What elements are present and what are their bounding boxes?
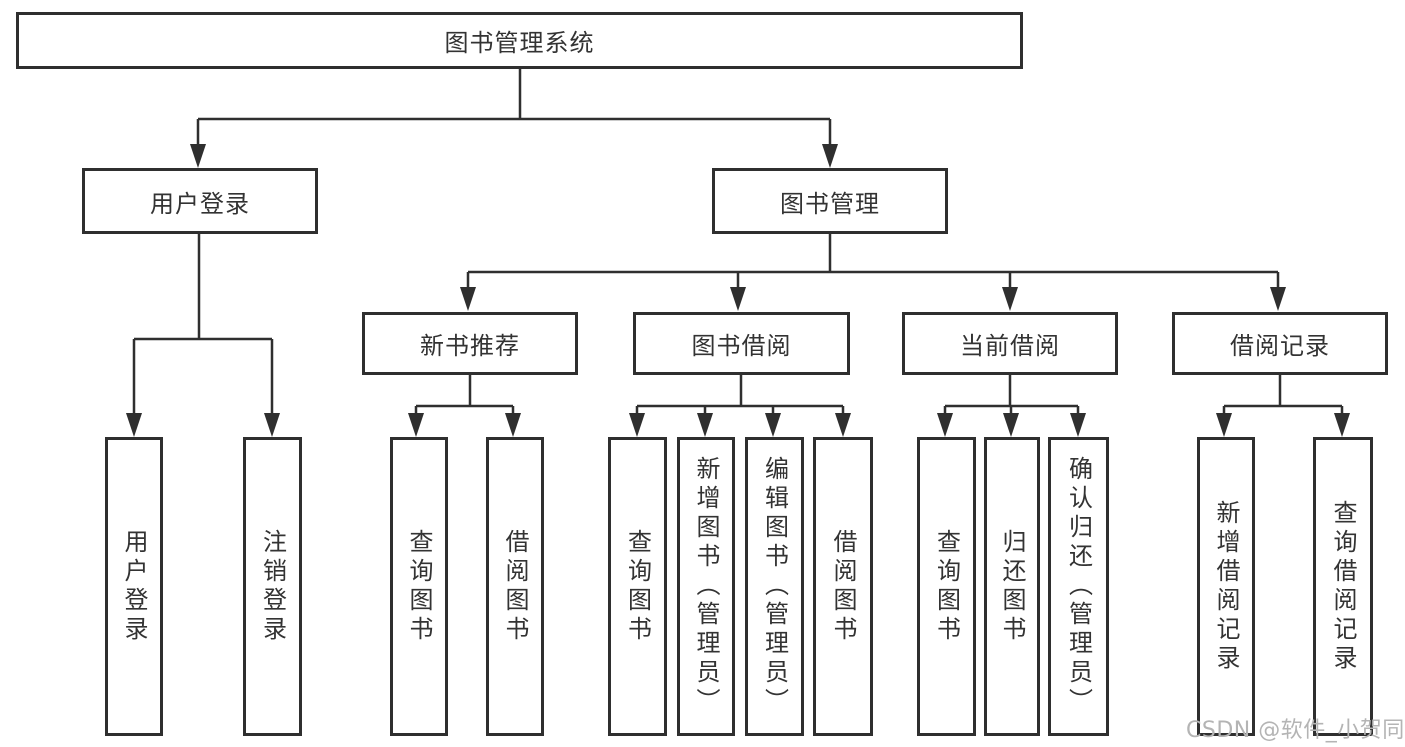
leaf-query-book-2: 查询图书 — [608, 437, 667, 736]
node-user-login: 用户登录 — [82, 168, 318, 234]
leaf-borrow-book-1: 借阅图书 — [486, 437, 544, 736]
leaf-query-borrow-record: 查询借阅记录 — [1313, 437, 1373, 736]
leaf-user-login: 用户登录 — [105, 437, 163, 736]
leaf-add-borrow-record: 新增借阅记录 — [1197, 437, 1255, 736]
connector-book-mgmt-to-level3 — [460, 234, 1286, 311]
leaf-logout: 注销登录 — [243, 437, 302, 736]
connector-borrow-record-children — [1216, 375, 1350, 437]
leaf-query-book-3: 查询图书 — [917, 437, 976, 736]
leaf-confirm-return-admin: 确认归还（管理员） — [1048, 437, 1109, 736]
leaf-edit-book-admin: 编辑图书（管理员） — [745, 437, 804, 736]
leaf-borrow-book-2: 借阅图书 — [813, 437, 873, 736]
connector-current-borrow-children — [937, 375, 1086, 437]
node-book-management: 图书管理 — [712, 168, 948, 234]
connector-book-borrow-children — [629, 375, 851, 437]
node-current-borrow: 当前借阅 — [902, 312, 1118, 375]
connector-user-login-children — [126, 234, 280, 437]
node-borrow-record: 借阅记录 — [1172, 312, 1388, 375]
node-library-system: 图书管理系统 — [16, 12, 1023, 69]
connector-root-to-level2 — [190, 69, 838, 168]
connector-new-book-children — [408, 375, 521, 437]
node-new-book-recommend: 新书推荐 — [362, 312, 578, 375]
leaf-return-book: 归还图书 — [984, 437, 1040, 736]
leaf-add-book-admin: 新增图书（管理员） — [677, 437, 735, 736]
csdn-watermark: CSDN @软件_小贺同学 — [1186, 718, 1405, 743]
leaf-query-book-1: 查询图书 — [390, 437, 448, 736]
node-book-borrow: 图书借阅 — [633, 312, 850, 375]
